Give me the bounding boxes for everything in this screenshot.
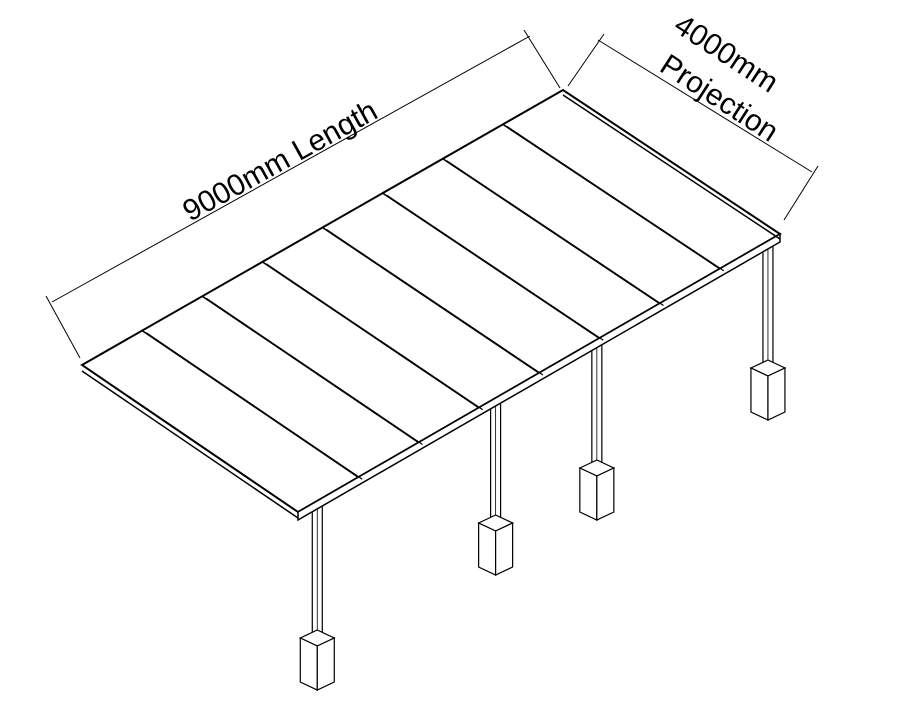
rafter-edge: [205, 297, 423, 445]
rafter-edge: [386, 194, 604, 341]
post: [578, 339, 616, 521]
rafter-edge: [266, 263, 484, 411]
roof: [80, 88, 782, 522]
footing-front: [767, 367, 786, 421]
side-beam-left: [81, 370, 299, 519]
footing-side: [299, 637, 318, 691]
post: [298, 500, 336, 691]
side-beam-right: [562, 94, 781, 240]
footing-side: [478, 522, 497, 576]
post: [477, 397, 515, 576]
footing-front: [495, 522, 514, 576]
rafter-edge: [506, 125, 725, 272]
rafter-edge: [326, 229, 544, 376]
footing-side: [579, 467, 598, 521]
rafter-edge: [446, 160, 664, 306]
post: [749, 240, 787, 421]
length-dimension-line: [51, 35, 531, 303]
length-extension-right: [523, 29, 561, 89]
length-label: 9000mm Length: [177, 94, 383, 228]
length-extension-left: [45, 295, 81, 359]
footing-front: [316, 637, 335, 691]
posts: [298, 240, 787, 691]
projection-extension-bottom: [783, 165, 819, 221]
projection-extension-top: [567, 33, 605, 87]
footing-front: [596, 467, 615, 521]
dimension-lines: [45, 29, 819, 359]
footing-side: [750, 367, 769, 421]
rafter-edge: [145, 332, 363, 480]
projection-dimension-line: [597, 39, 813, 173]
